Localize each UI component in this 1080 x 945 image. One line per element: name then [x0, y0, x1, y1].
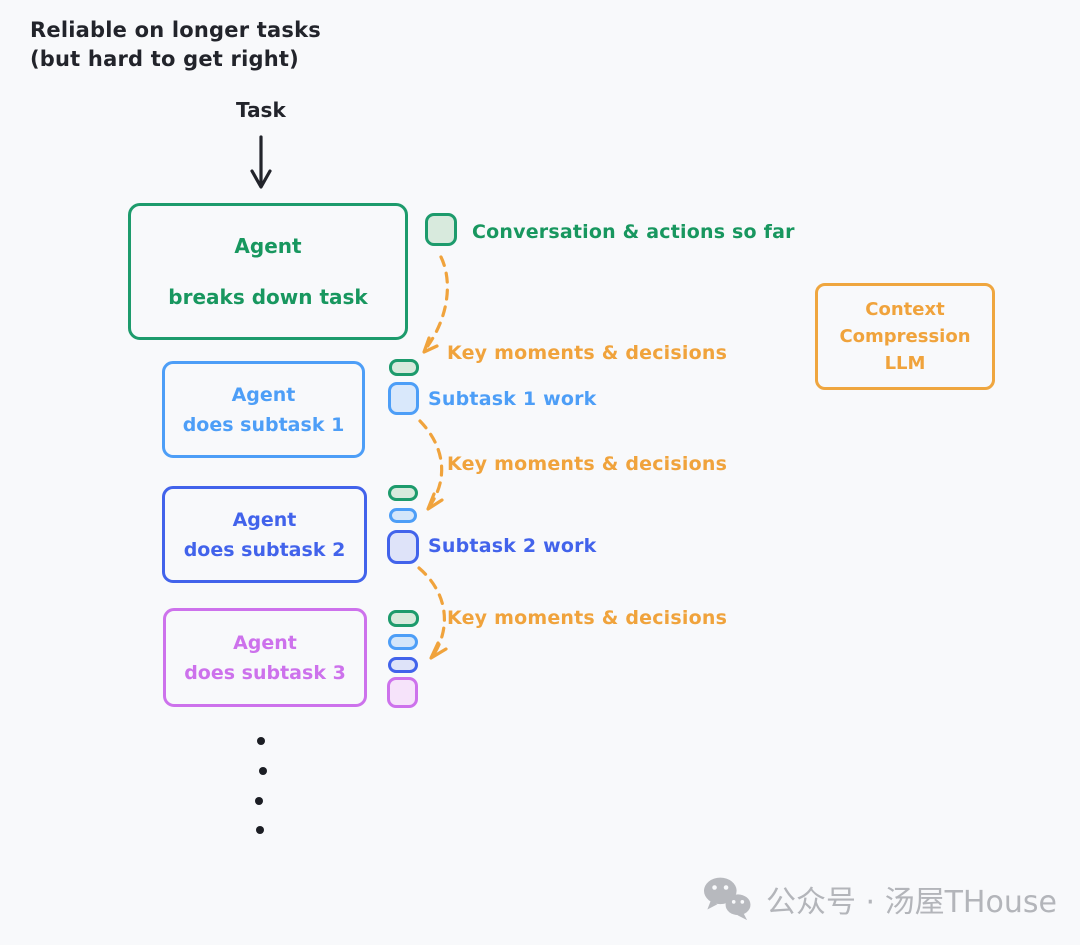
subtask1-summary-chip-icon: [389, 508, 417, 523]
headline-line-1: Reliable on longer tasks: [30, 18, 321, 42]
subtask1-work-label: Subtask 1 work: [428, 388, 597, 410]
key-moments-chip-icon: [389, 359, 419, 376]
dashed-arrow-icon: [417, 566, 448, 660]
ellipsis-dot: [255, 797, 263, 805]
ellipsis-dot: [257, 737, 265, 745]
subtask1-box-line-2: does subtask 1: [182, 413, 345, 436]
subtask2-box-line-1: Agent: [232, 508, 297, 531]
diagram-headline: Reliable on longer tasks (but hard to ge…: [30, 16, 321, 74]
dashed-arrow-icon: [418, 419, 444, 511]
wechat-icon: [704, 877, 751, 921]
subtask2-box-line-2: does subtask 2: [183, 538, 346, 561]
context-box-line-3: LLM: [884, 353, 926, 374]
down-arrow-icon: [250, 135, 272, 189]
context-box-line-1: Context: [865, 299, 945, 320]
ellipsis-dot: [259, 767, 267, 775]
agent-breakdown-title: Agent: [234, 234, 302, 258]
ellipsis-dot: [256, 826, 264, 834]
context-compression-box: Context Compression LLM: [815, 283, 995, 390]
subtask3-work-chip-icon: [387, 677, 418, 708]
watermark: 公众号 · 汤屋THouse: [702, 876, 1057, 922]
subtask2-work-chip-icon: [387, 530, 419, 564]
agent-breakdown-box: Agent breaks down task: [128, 203, 408, 340]
subtask1-summary-chip-icon: [388, 634, 418, 650]
agent-subtask1-box: Agent does subtask 1: [162, 361, 365, 458]
agent-subtask3-box: Agent does subtask 3: [163, 608, 367, 707]
headline-line-2: (but hard to get right): [30, 47, 299, 71]
subtask1-box-line-1: Agent: [231, 383, 296, 406]
key-moments-chip-icon: [388, 485, 418, 501]
key-moments-chip-icon: [388, 610, 419, 627]
watermark-text: 公众号 · 汤屋THouse: [766, 885, 1057, 920]
subtask2-work-label: Subtask 2 work: [428, 535, 597, 557]
dashed-arrow-icon: [422, 255, 449, 354]
agent-subtask2-box: Agent does subtask 2: [162, 486, 367, 583]
agent-breakdown-subtitle: breaks down task: [168, 285, 368, 309]
subtask3-box-line-2: does subtask 3: [184, 661, 346, 684]
subtask2-summary-chip-icon: [388, 657, 418, 673]
key-moments-label-1: Key moments & decisions: [447, 342, 728, 364]
conversation-chip-icon: [425, 213, 457, 246]
subtask3-box-line-1: Agent: [233, 631, 297, 654]
task-label: Task: [236, 98, 286, 122]
conversation-label: Conversation & actions so far: [472, 221, 795, 243]
key-moments-label-2: Key moments & decisions: [447, 453, 728, 475]
context-box-line-2: Compression: [839, 326, 971, 347]
key-moments-label-3: Key moments & decisions: [447, 607, 728, 629]
subtask1-work-chip-icon: [388, 382, 419, 415]
